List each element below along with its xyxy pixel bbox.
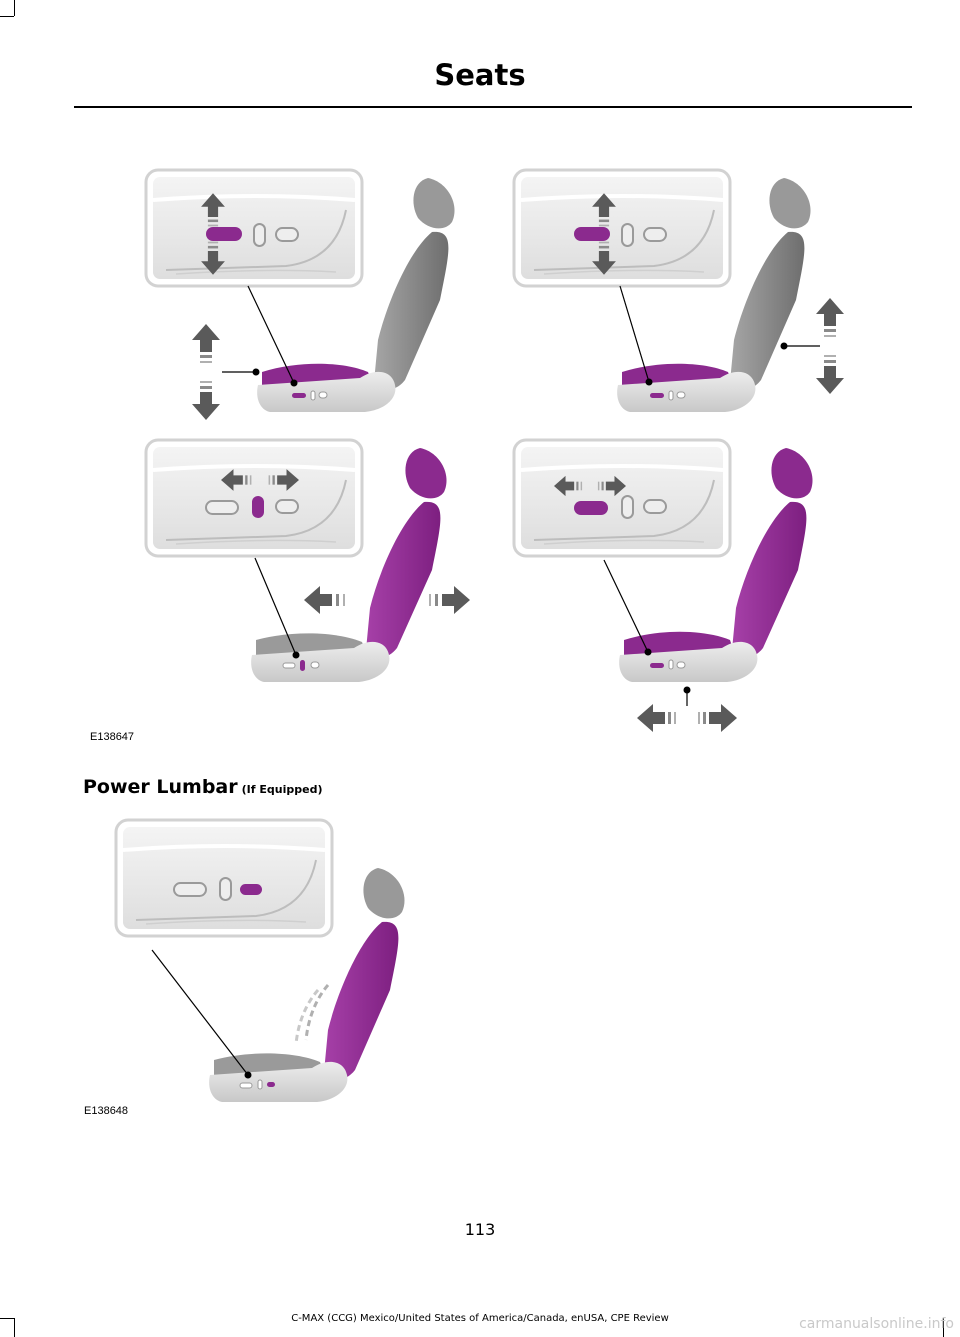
page-title: Seats [434,58,526,92]
seat-3 [251,448,447,682]
page-number: 113 [464,1220,496,1239]
crop-mark-top-left [14,0,15,16]
section-heading: Power Lumbar(If Equipped) [83,776,322,798]
section-title: Power Lumbar [83,776,238,798]
section-qualifier: (If Equipped) [241,783,323,796]
seat-4 [619,448,813,682]
crop-mark-top-left [0,16,14,17]
panel-fore-aft-slide [144,438,364,558]
watermark: carmanualsonline.info [799,1316,954,1332]
figure-id-seat-adjust: E138647 [90,731,135,743]
panel-seat-raise-lower [512,438,732,558]
panel-seat-height [144,168,364,288]
crop-mark-bottom-left [0,1318,14,1319]
footer-text: C-MAX (CCG) Mexico/United States of Amer… [291,1313,669,1324]
panel-recline [512,168,732,288]
figure-id-lumbar: E138648 [84,1105,129,1117]
panel-lumbar [114,818,334,938]
header-divider [74,106,912,108]
seat-lumbar [209,868,405,1102]
seat-1 [257,178,455,412]
crop-mark-bottom-right [943,1318,944,1337]
crop-mark-bottom-left [14,1318,15,1337]
